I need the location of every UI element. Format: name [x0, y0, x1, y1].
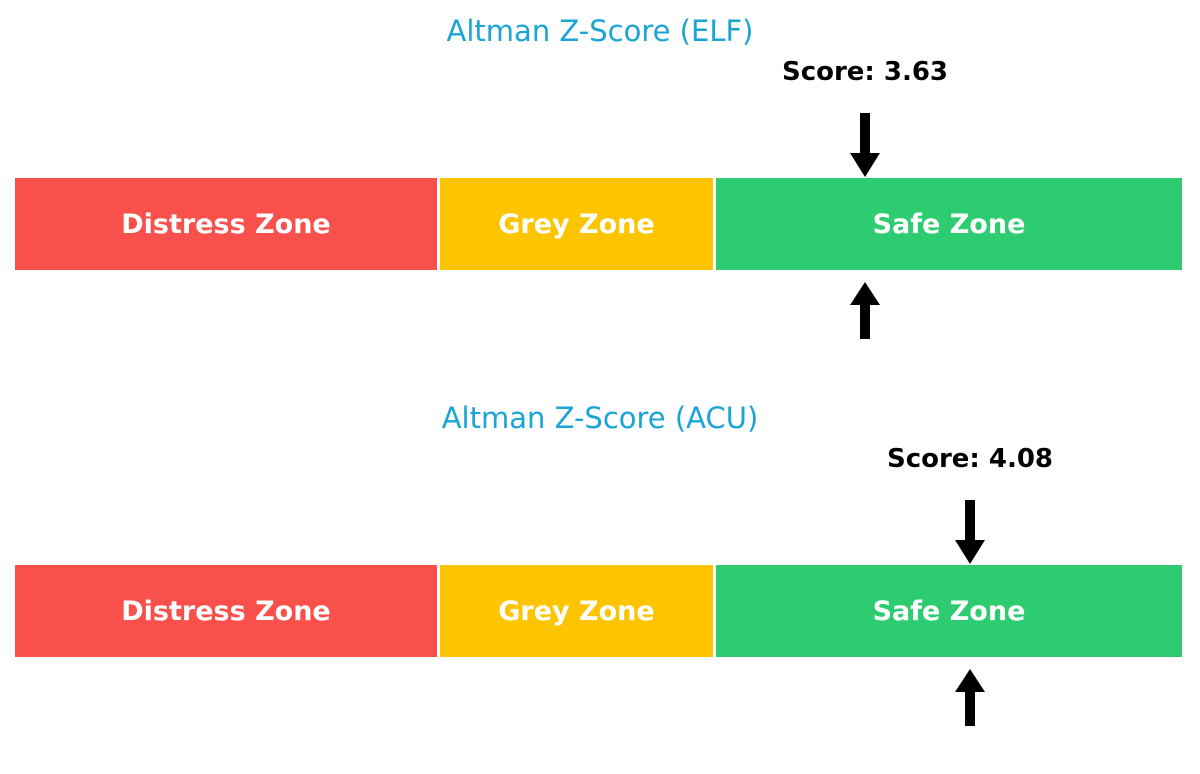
bottom-marker-arrow-acu	[954, 669, 986, 727]
zone-grey-acu: Grey Zone	[440, 565, 713, 657]
zone-safe-elf: Safe Zone	[716, 178, 1182, 270]
zone-distress-label-acu: Distress Zone	[121, 595, 331, 627]
top-marker-arrow-acu	[954, 500, 986, 565]
zone-bar-elf: Distress Zone Grey Zone Safe Zone	[15, 178, 1185, 270]
bottom-marker-arrow-elf	[849, 282, 881, 340]
zone-bar-acu: Distress Zone Grey Zone Safe Zone	[15, 565, 1185, 657]
chart-title-acu: Altman Z-Score (ACU)	[441, 401, 759, 435]
score-label-acu: Score: 4.08	[886, 444, 1054, 474]
zone-grey-label-elf: Grey Zone	[498, 208, 655, 240]
zone-distress-elf: Distress Zone	[15, 178, 437, 270]
zone-safe-acu: Safe Zone	[716, 565, 1182, 657]
zone-distress-label-elf: Distress Zone	[121, 208, 331, 240]
zone-grey-label-acu: Grey Zone	[498, 595, 655, 627]
zone-grey-elf: Grey Zone	[440, 178, 713, 270]
chart-title-elf: Altman Z-Score (ELF)	[446, 14, 754, 48]
top-marker-arrow-elf	[849, 113, 881, 178]
zone-safe-label-elf: Safe Zone	[872, 208, 1026, 240]
score-label-elf: Score: 3.63	[781, 57, 949, 87]
zone-distress-acu: Distress Zone	[15, 565, 437, 657]
zone-safe-label-acu: Safe Zone	[872, 595, 1026, 627]
